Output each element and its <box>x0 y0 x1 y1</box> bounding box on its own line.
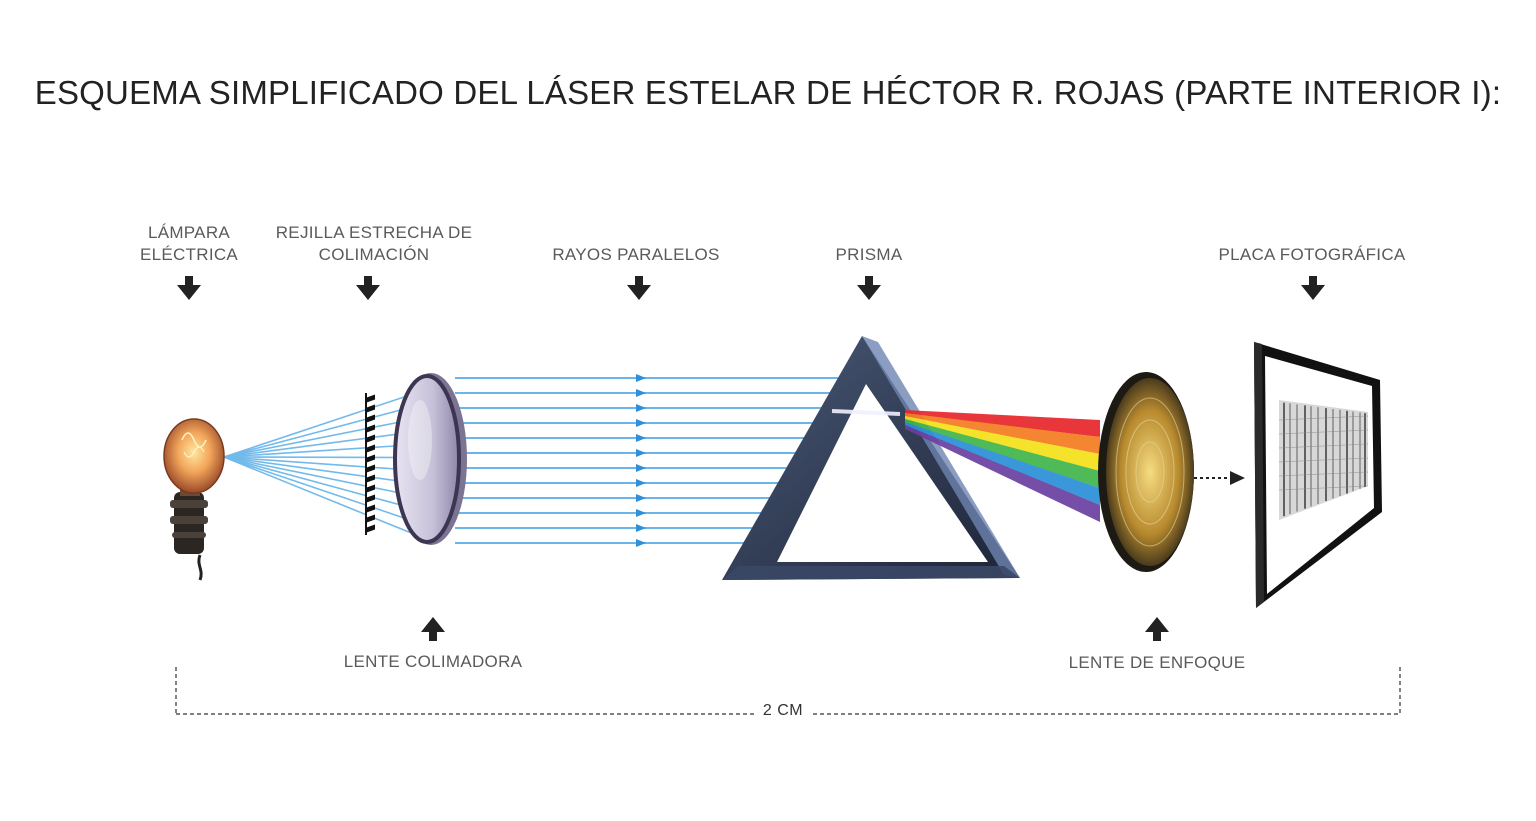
diverging-ray <box>223 456 411 534</box>
label-rays: RAYOS PARALELOS <box>552 245 720 264</box>
focusing-lens <box>1098 372 1194 572</box>
label-lamp: LÁMPARA ELÉCTRICA <box>140 222 238 266</box>
focus-arrow <box>1194 471 1245 485</box>
ray-arrow-head <box>636 494 646 502</box>
diverging-ray <box>223 456 411 521</box>
slit-bar <box>366 444 375 453</box>
up-arrow-icon <box>1145 617 1169 641</box>
label-collimator: LENTE COLIMADORA <box>343 652 523 671</box>
collimation-slit <box>365 393 375 535</box>
diverging-ray <box>223 444 411 458</box>
label-slit-line1: REJILLA ESTRECHA DE <box>275 223 473 242</box>
diverging-ray <box>223 394 411 458</box>
ray-arrow-head <box>636 464 646 472</box>
prism <box>722 336 1020 580</box>
diverging-ray <box>223 419 411 458</box>
ray-arrow-head <box>636 404 646 412</box>
ray-arrow-head <box>636 539 646 547</box>
slit-bar <box>366 514 375 523</box>
slit-bar <box>366 394 375 403</box>
diverging-ray <box>223 456 411 459</box>
ray-arrow-head <box>636 419 646 427</box>
diverging-ray <box>223 456 411 496</box>
parallel-rays <box>455 377 838 544</box>
diverging-ray <box>223 456 411 484</box>
plate-grain-line <box>1278 485 1369 491</box>
plate-grain-line <box>1278 471 1369 477</box>
label-lamp-line2: ELÉCTRICA <box>139 245 239 264</box>
diverging-rays <box>223 394 411 534</box>
label-focus: LENTE DE ENFOQUE <box>1068 653 1246 672</box>
label-lamp-line1: LÁMPARA <box>147 223 231 242</box>
down-arrow-icon <box>857 276 881 300</box>
slit-bar <box>366 484 375 493</box>
scale-label: 2 CM <box>754 702 812 720</box>
slit-bar <box>366 404 375 413</box>
diverging-ray <box>223 456 411 471</box>
page-title: ESQUEMA SIMPLIFICADO DEL LÁSER ESTELAR D… <box>34 74 1502 111</box>
spectrum-band <box>905 416 1100 471</box>
down-arrow-icon <box>627 276 651 300</box>
plate-grain-line <box>1278 443 1369 449</box>
slit-bar <box>366 414 375 423</box>
label-slit-line2: COLIMACIÓN <box>318 245 430 264</box>
plate-grain-line <box>1278 429 1369 435</box>
spectrum-band <box>905 422 1100 505</box>
ray-arrow-head <box>636 449 646 457</box>
plate-grain-line <box>1278 415 1369 421</box>
slit-bar <box>366 464 375 473</box>
slit-bar <box>366 424 375 433</box>
up-arrows <box>421 617 1169 641</box>
ray-arrow-head <box>636 434 646 442</box>
lamp <box>163 418 225 581</box>
diverging-ray <box>223 406 411 458</box>
down-arrow-icon <box>1301 276 1325 300</box>
spectrum-beam <box>905 410 1100 522</box>
spectrum-band <box>905 410 1100 437</box>
label-slit: REJILLA ESTRECHA DE COLIMACIÓN <box>276 222 473 266</box>
right-arrow-icon <box>1230 471 1245 485</box>
slit-bar <box>366 494 375 503</box>
up-arrow-icon <box>421 617 445 641</box>
ray-arrow-head <box>636 389 646 397</box>
slit-bar <box>366 434 375 443</box>
slit-bar <box>366 504 375 513</box>
label-prism: PRISMA <box>835 245 903 264</box>
diverging-ray <box>223 456 411 509</box>
ray-arrow-heads <box>636 374 646 547</box>
down-arrow-icon <box>356 276 380 300</box>
spectrum-band <box>905 425 1100 522</box>
slit-bar <box>366 474 375 483</box>
spectrum-band <box>905 419 1100 488</box>
ray-arrow-head <box>636 374 646 382</box>
slit-bar <box>366 454 375 463</box>
spectrum-band <box>905 413 1100 454</box>
white-beam <box>831 409 901 416</box>
ray-arrow-head <box>636 524 646 532</box>
down-arrow-icon <box>177 276 201 300</box>
diverging-ray <box>223 431 411 458</box>
ray-arrow-head <box>636 479 646 487</box>
plate-grain-line <box>1278 457 1369 463</box>
down-arrows <box>177 276 1325 300</box>
slit-bar <box>366 524 375 533</box>
photographic-plate <box>1254 342 1382 608</box>
collimating-lens <box>393 373 467 545</box>
label-plate: PLACA FOTOGRÁFICA <box>1218 245 1406 264</box>
ray-arrow-head <box>636 509 646 517</box>
